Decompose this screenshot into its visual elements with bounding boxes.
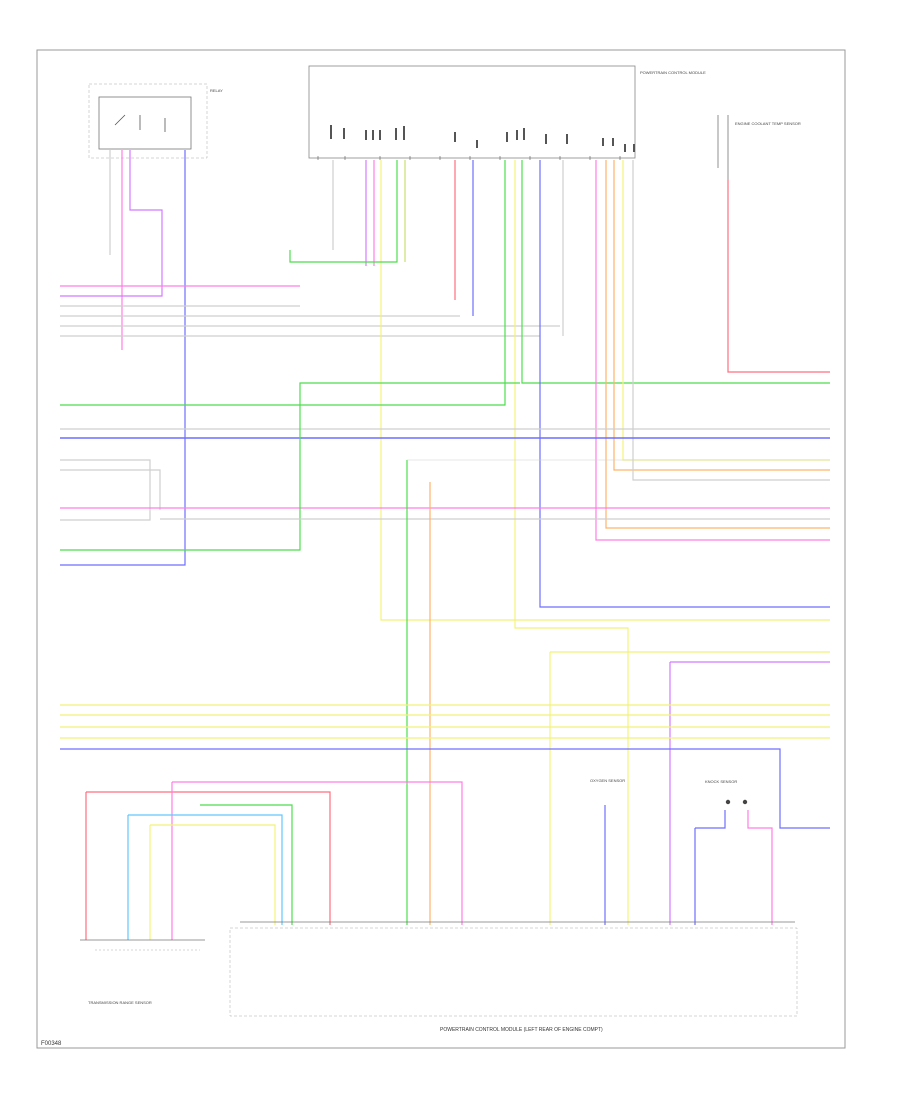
- wire-blue-tcm-3: [539, 160, 830, 608]
- pcm-label: POWERTRAIN CONTROL MODULE (LEFT REAR OF …: [440, 1027, 603, 1033]
- wires: [60, 150, 830, 940]
- ect-label: ENGINE COOLANT TEMP SENSOR: [735, 121, 801, 126]
- tcm-pin-ticks: [317, 156, 621, 160]
- wire-red-tr: [85, 791, 331, 940]
- tr-sensor-label: TRANSMISSION RANGE SENSOR: [88, 1000, 152, 1005]
- knock-sensor-label: KNOCK SENSOR: [705, 779, 737, 784]
- wire-cyan-tr: [127, 814, 283, 940]
- relay: RELAY: [88, 83, 223, 159]
- wire-blue-relay: [60, 150, 186, 566]
- tcm-module: POWERTRAIN CONTROL MODULE: [308, 65, 706, 160]
- wire-yellow-tr: [149, 824, 276, 940]
- diagram-frame: [36, 49, 846, 1049]
- wire-pink-tcm-2: [595, 160, 830, 541]
- tcm-pin-labels: [330, 125, 635, 152]
- wire-orange-tcm-2: [613, 160, 830, 471]
- knock-sensor-body: [725, 799, 748, 805]
- wire-blue-knock: [694, 810, 726, 925]
- wire-yellow-tcm: [380, 160, 830, 621]
- wire-gray-tcm-3: [632, 160, 830, 481]
- wire-green-bus: [60, 382, 520, 551]
- tcm-label: POWERTRAIN CONTROL MODULE: [640, 70, 706, 75]
- wire-pink-knock: [747, 810, 773, 925]
- wire-gray-bus-2: [60, 459, 151, 521]
- wire-green-tcm-2: [60, 160, 506, 406]
- wire-pink-tr: [171, 781, 463, 940]
- wire-blue-bus-2: [60, 748, 830, 829]
- relay-label: RELAY: [210, 88, 223, 93]
- wire-red-sensor: [727, 180, 830, 373]
- wire-violet-bus: [669, 661, 830, 925]
- wire-yellow-tcm-3: [622, 160, 830, 461]
- ect-sensor: ENGINE COOLANT TEMP SENSOR: [717, 115, 801, 180]
- wire-yellow-bus-1: [549, 651, 830, 925]
- wire-green-tcm: [289, 160, 398, 263]
- wire-green-tr: [200, 804, 293, 925]
- wire-green-tcm-3: [521, 160, 830, 384]
- oxygen-sensor-label: OXYGEN SENSOR: [590, 778, 625, 783]
- wire-gray-bus-3: [60, 469, 161, 510]
- reference-code: F00348: [41, 1041, 62, 1047]
- tr-sensor: TRANSMISSION RANGE SENSOR: [80, 939, 205, 1005]
- wire-yellow-tcm-2: [514, 160, 629, 925]
- wire-orange-tcm: [605, 160, 830, 529]
- wire-violet-relay: [60, 150, 163, 297]
- pcm-module: POWERTRAIN CONTROL MODULE (LEFT REAR OF …: [229, 921, 798, 1033]
